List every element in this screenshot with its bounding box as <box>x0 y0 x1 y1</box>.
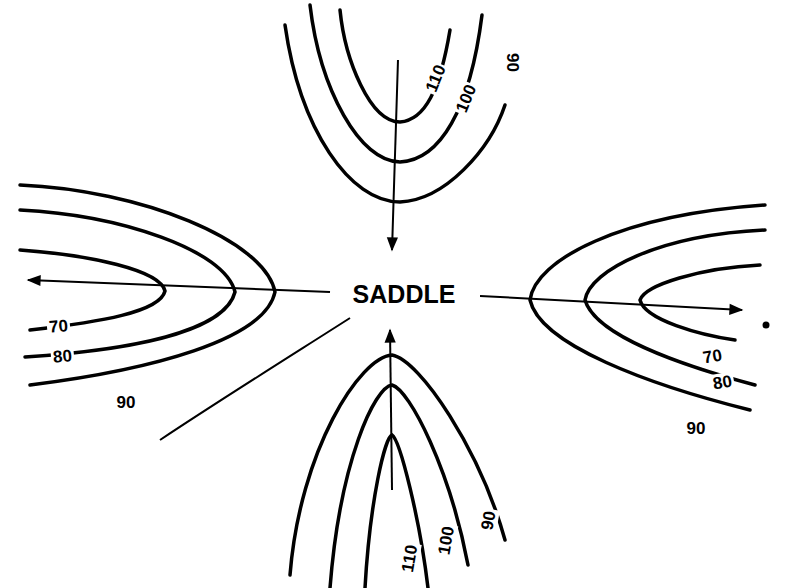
contour-value: 80 <box>709 371 735 394</box>
contour-line <box>640 265 760 340</box>
stray-dot <box>763 322 770 329</box>
flow-arrow <box>480 296 742 310</box>
contour-value: 70 <box>46 316 70 337</box>
contour-value: 100 <box>451 79 481 116</box>
contour-line <box>160 318 350 440</box>
flow-arrow <box>392 60 398 250</box>
flow-arrow <box>28 280 330 292</box>
contour-line <box>340 10 450 122</box>
flow-arrow <box>390 330 392 490</box>
contour-value: 70 <box>699 345 725 368</box>
contour-line <box>290 355 505 575</box>
contour-value: 90 <box>115 393 138 412</box>
contour-value: 80 <box>50 346 74 367</box>
contour-line <box>530 205 765 410</box>
contour-value: 100 <box>434 522 458 557</box>
contour-value: 90 <box>477 507 500 533</box>
contour-line <box>20 250 165 330</box>
contour-value: 110 <box>398 541 422 575</box>
contour-value: 110 <box>421 60 450 96</box>
contour-value: 90 <box>685 419 708 438</box>
contour-value: 90 <box>502 51 521 74</box>
contour-line <box>585 230 765 385</box>
contour-line <box>330 385 468 588</box>
contour-line <box>365 435 428 588</box>
saddle-label: SADDLE <box>351 281 458 308</box>
